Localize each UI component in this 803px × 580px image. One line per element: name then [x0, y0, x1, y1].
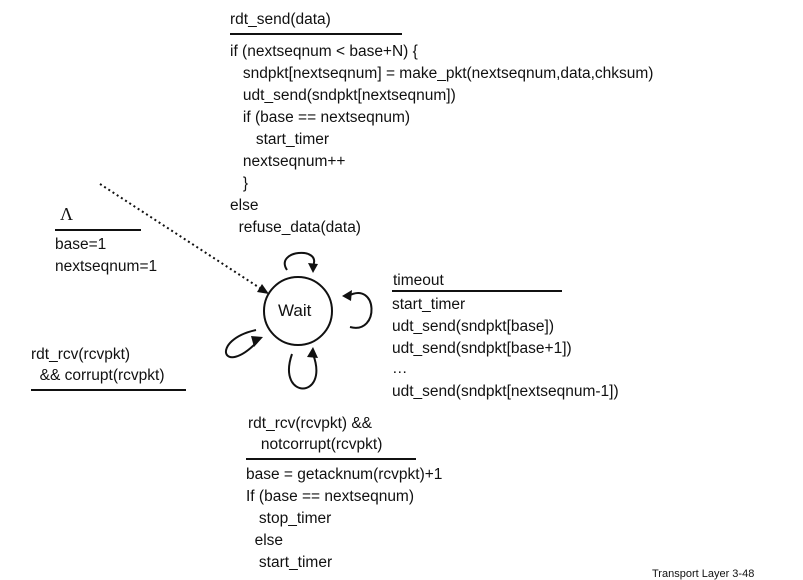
wait-state-label: Wait [278, 301, 312, 320]
send-action-line-4: if (base == nextseqnum) [230, 109, 411, 126]
timeout-action-line-1: start_timer [392, 296, 466, 313]
send-action-line-9: refuse_data(data) [230, 219, 361, 236]
right-self-loop [347, 292, 373, 329]
corrupt-event-line-1: rdt_rcv(rcvpkt) [31, 346, 131, 363]
slide-footer: Transport Layer 3-48 [652, 568, 755, 580]
initial-arrowhead [257, 284, 269, 294]
wait-state-circle [263, 276, 333, 346]
init-action-line-1: base=1 [55, 236, 107, 253]
corrupt-event-line-2: && corrupt(rcvpkt) [31, 367, 165, 384]
send-action-line-8: else [230, 197, 259, 214]
right-loop-arrowhead [342, 290, 352, 301]
send-action-line-6: nextseqnum++ [230, 153, 346, 170]
top-self-loop [283, 252, 316, 271]
timeout-action-line-5: udt_send(sndpkt[nextseqnum-1]) [392, 383, 619, 400]
corrupt-divider [31, 389, 186, 391]
init-divider [55, 229, 141, 231]
initial-transition-arrow [99, 183, 267, 293]
init-event-label: Λ [60, 204, 74, 224]
ack-event-line-1: rdt_rcv(rcvpkt) && [248, 415, 373, 432]
bottom-self-loop [288, 353, 318, 390]
timeout-action-line-4: … [392, 360, 408, 377]
ack-action-line-3: stop_timer [246, 510, 332, 527]
ack-action-line-1: base = getacknum(rcvpkt)+1 [246, 466, 443, 483]
ack-action-line-4: else [246, 532, 284, 549]
timeout-action-line-2: udt_send(sndpkt[base]) [392, 318, 554, 335]
send-action-line-7: } [230, 175, 249, 192]
init-action-line-2: nextseqnum=1 [55, 258, 158, 275]
send-event-divider [230, 33, 402, 35]
left-loop-arrowhead [251, 336, 263, 347]
ack-action-line-2: If (base == nextseqnum) [246, 488, 415, 505]
bottom-loop-arrowhead [307, 347, 318, 358]
top-loop-arrowhead [308, 263, 318, 273]
send-event-label: rdt_send(data) [230, 11, 331, 28]
ack-divider [246, 458, 416, 460]
send-action-line-1: if (nextseqnum < base+N) { [230, 43, 418, 60]
ack-action-line-5: start_timer [246, 554, 333, 571]
timeout-event-label: timeout [393, 272, 444, 289]
send-action-line-5: start_timer [230, 131, 330, 148]
send-action-line-3: udt_send(sndpkt[nextseqnum]) [230, 87, 456, 104]
send-action-line-2: sndpkt[nextseqnum] = make_pkt(nextseqnum… [230, 65, 654, 82]
timeout-action-line-3: udt_send(sndpkt[base+1]) [392, 340, 572, 357]
ack-event-line-2: notcorrupt(rcvpkt) [248, 436, 383, 453]
left-self-loop [225, 329, 258, 359]
timeout-divider [392, 290, 562, 292]
